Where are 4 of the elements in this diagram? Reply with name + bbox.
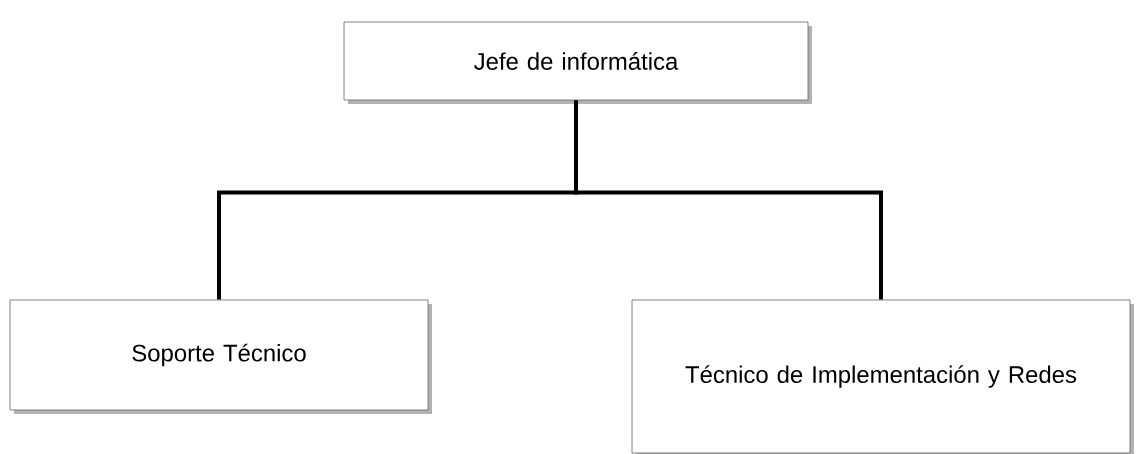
org-box: Jefe de informática [343,21,812,104]
connector [574,100,883,300]
org-box: Soporte Técnico [9,299,432,414]
org-box: Técnico de Implementación y Redes [631,299,1134,454]
